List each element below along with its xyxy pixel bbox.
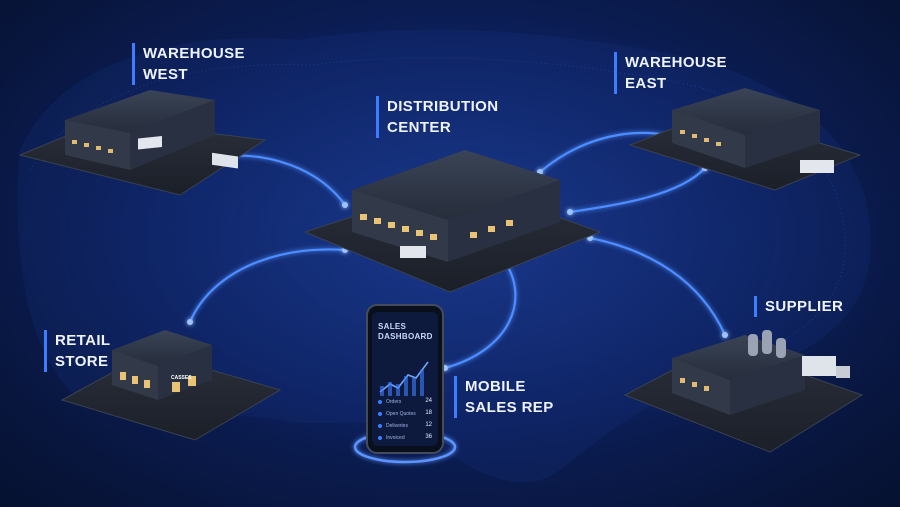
dashboard-row-open-quotes[interactable]: Open Quotes 18 <box>376 408 434 420</box>
dashboard-title-line1: SALES <box>378 322 407 331</box>
link-dc-to-retail <box>188 248 346 323</box>
label-retail-store: RETAIL STORE <box>44 330 110 372</box>
warehouse-west-building <box>18 90 267 196</box>
mobile-phone <box>353 304 457 464</box>
link-dc-to-east-lower <box>569 167 706 214</box>
label-warehouse-west: WAREHOUSE WEST <box>132 43 245 85</box>
row-dot-icon <box>378 412 382 416</box>
store-sign: CASSES <box>171 375 192 381</box>
retail-store-building: CASSES <box>60 330 282 441</box>
link-dc-to-mobile <box>444 261 517 370</box>
distribution-center-building <box>303 150 602 293</box>
sales-dashboard-screen[interactable]: SALES DASHBOARD Orders 24 Open Quotes 18… <box>372 312 438 444</box>
row-dot-icon <box>378 436 382 440</box>
row-dot-icon <box>378 400 382 404</box>
dashboard-row-orders[interactable]: Orders 24 <box>376 396 434 408</box>
supplier-facility <box>623 330 864 453</box>
dashboard-row-deliveries[interactable]: Deliveries 12 <box>376 420 434 432</box>
label-warehouse-east: WAREHOUSE EAST <box>614 52 727 94</box>
label-supplier: SUPPLIER <box>754 296 843 317</box>
dashboard-title-line2: DASHBOARD <box>378 332 433 341</box>
dashboard-row-invoiced[interactable]: Invoiced 36 <box>376 432 434 444</box>
warehouse-east-building <box>628 88 862 191</box>
link-dc-to-supplier <box>589 236 727 336</box>
row-dot-icon <box>378 424 382 428</box>
label-mobile-sales-rep: MOBILE SALES REP <box>454 376 554 418</box>
label-distribution-center: DISTRIBUTION CENTER <box>376 96 498 138</box>
